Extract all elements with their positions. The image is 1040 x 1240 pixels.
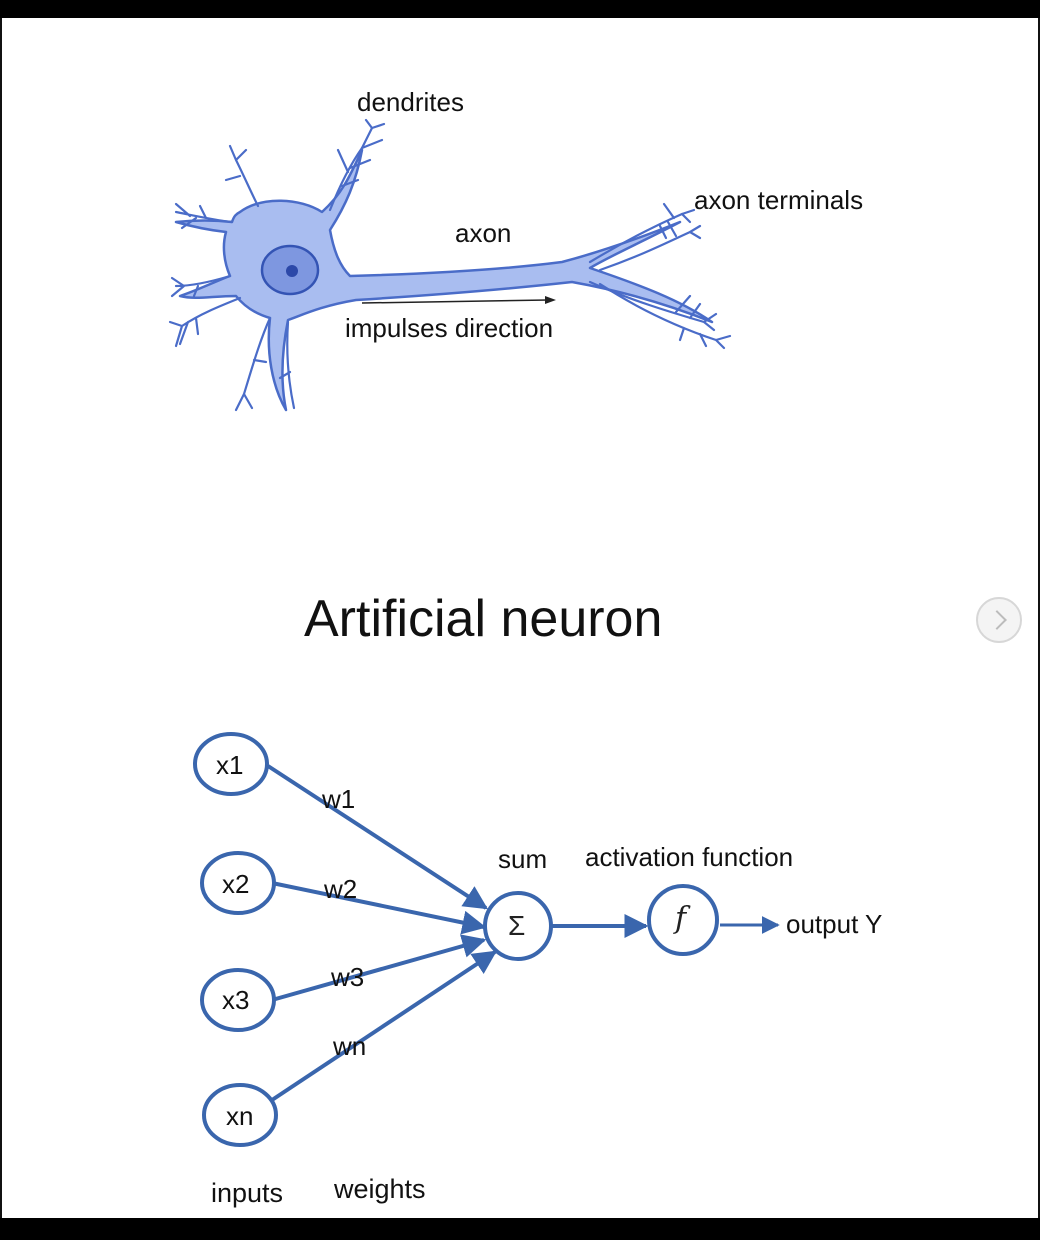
edge-x1-sum [266,764,489,910]
input-x2-label: x2 [222,869,250,899]
input-xn-label: xn [226,1101,254,1131]
label-dendrites: dendrites [357,87,464,117]
input-node-x3 [200,968,276,1032]
weight-w1-label: w1 [322,784,356,814]
sum-symbol: Σ [508,910,526,941]
weight-wn-label: wn [333,1031,367,1061]
bottom-frame-bar [0,1218,1040,1240]
left-frame-edge [0,18,2,1218]
next-button[interactable] [976,597,1022,643]
activation-function-label: activation function [585,842,794,872]
impulses-arrow [361,299,549,304]
activation-symbol: f [675,901,687,936]
sum-node [483,891,553,961]
label-axon-terminals: axon terminals [694,185,864,215]
weight-w3-label: w3 [331,962,365,992]
weights-caption: weights [334,1174,426,1204]
weight-w2-label: w2 [324,874,358,904]
label-axon: axon [455,218,512,248]
inputs-caption: inputs [211,1178,284,1208]
activation-node [647,884,719,956]
edge-x3-sum [271,934,487,1002]
chevron-right-icon [986,610,1007,630]
sum-label: sum [498,844,548,874]
edge-x2-sum [271,881,487,935]
output-label: output Y [786,909,883,939]
input-node-x1 [193,732,269,796]
label-impulses-direction: impulses direction [345,313,554,343]
input-node-xn [202,1083,278,1147]
top-frame-bar [0,0,1040,18]
input-node-x2 [200,851,276,915]
nucleolus [286,265,298,277]
diagram-title: Artificial neuron [304,590,663,648]
input-x1-label: x1 [216,750,244,780]
input-x3-label: x3 [222,985,250,1015]
edge-xn-sum [270,950,497,1102]
right-frame-edge [1038,18,1040,1218]
